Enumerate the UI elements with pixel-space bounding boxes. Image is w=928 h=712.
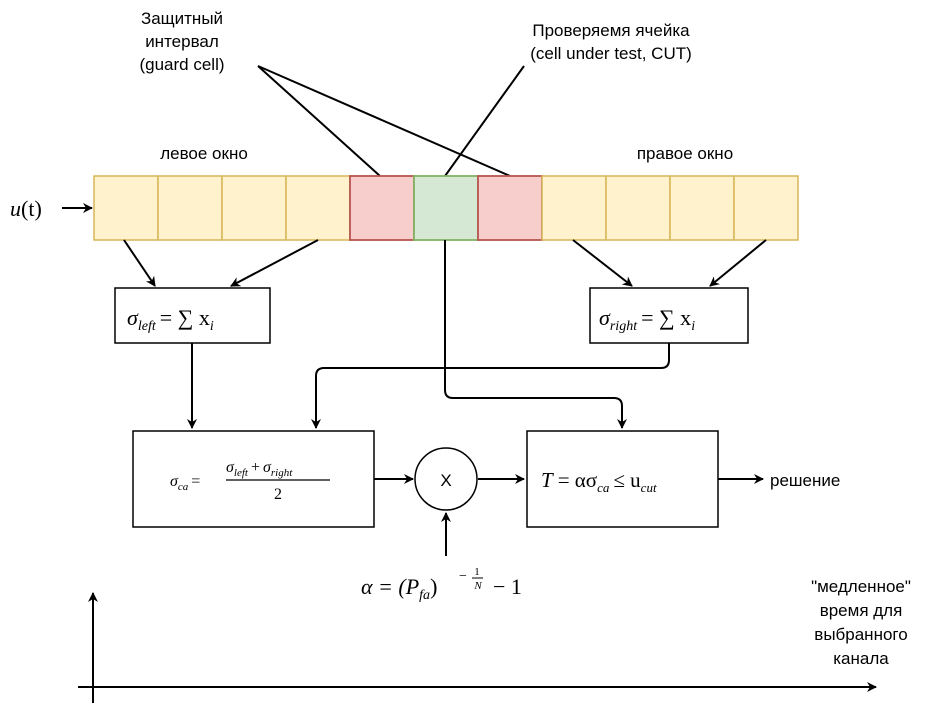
left-sum-formula: σleft= ∑ xi bbox=[127, 305, 214, 334]
ca-denominator: 2 bbox=[274, 486, 282, 503]
slow-time-label-4: канала bbox=[833, 649, 889, 668]
cut-pointer bbox=[444, 65, 525, 177]
reference-cell bbox=[285, 175, 351, 241]
right-sum-formula: σright= ∑ xi bbox=[599, 305, 695, 334]
right-sum-to-ca-arrow bbox=[311, 343, 670, 429]
multiplier-symbol: X bbox=[440, 471, 451, 490]
ca-numerator: σleft+σright bbox=[226, 459, 293, 479]
reference-cell bbox=[669, 175, 735, 241]
threshold-box bbox=[526, 430, 719, 528]
guard-label-line3: (guard cell) bbox=[139, 55, 224, 74]
guard-cell bbox=[477, 175, 543, 241]
cell-average-box bbox=[132, 430, 375, 528]
alpha-formula: α = (Pfa) bbox=[361, 574, 437, 603]
cut-label-line1: Проверяемя ячейка bbox=[532, 21, 690, 40]
slow-time-label-2: время для bbox=[820, 601, 903, 620]
input-signal-label: u(t) bbox=[10, 196, 42, 221]
cell-under-test bbox=[413, 175, 479, 241]
reference-cell bbox=[157, 175, 223, 241]
cut-label-line2: (cell under test, CUT) bbox=[530, 44, 692, 63]
guard-pointer-left bbox=[257, 65, 381, 177]
reference-cell bbox=[541, 175, 607, 241]
cut-to-threshold-arrow bbox=[444, 240, 627, 429]
guard-label-line1: Защитный bbox=[141, 9, 223, 28]
guard-pointer-right bbox=[257, 65, 511, 177]
alpha-exponent-sign: − bbox=[459, 569, 467, 584]
reference-cell bbox=[605, 175, 671, 241]
alpha-exponent-den: N bbox=[473, 580, 482, 592]
slow-time-label-3: выбранного bbox=[814, 625, 907, 644]
slow-time-label-1: "медленное" bbox=[811, 577, 911, 596]
threshold-formula: T= ασca≤ ucut bbox=[541, 468, 657, 495]
reference-cell bbox=[93, 175, 159, 241]
right-sum-box bbox=[589, 287, 749, 344]
guard-cell bbox=[349, 175, 415, 241]
alpha-exponent-num: 1 bbox=[474, 566, 480, 578]
reference-cell bbox=[733, 175, 799, 241]
alpha-tail: − 1 bbox=[493, 574, 522, 599]
right-window-arrow-2 bbox=[709, 239, 767, 287]
reference-cell bbox=[221, 175, 287, 241]
right-window-arrow-1 bbox=[572, 239, 633, 287]
cell-strip bbox=[93, 175, 799, 241]
left-window-arrow-2 bbox=[230, 239, 319, 287]
multiplier-node bbox=[414, 447, 478, 511]
left-window-arrow-1 bbox=[123, 239, 156, 287]
guard-label-line2: интервал bbox=[145, 32, 219, 51]
decision-label: решение bbox=[770, 471, 840, 490]
ca-lhs: σca= bbox=[170, 473, 200, 493]
right-window-label: правое окно bbox=[637, 144, 733, 163]
left-window-label: левое окно bbox=[160, 144, 248, 163]
